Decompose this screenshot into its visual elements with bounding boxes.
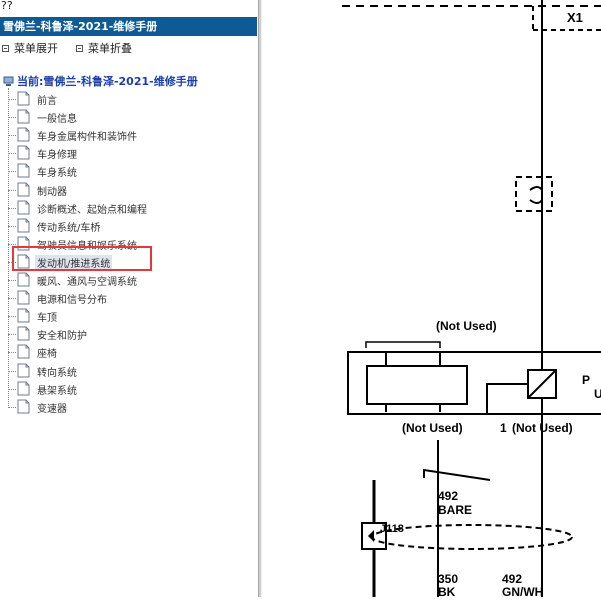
tree-connector-line xyxy=(8,370,16,372)
window-title-marks: ?? xyxy=(1,0,13,12)
tree-item-label: 发动机/推进系统 xyxy=(35,254,113,270)
computer-icon xyxy=(3,76,14,86)
tree-guide-line xyxy=(8,88,9,408)
not-used-right-label: (Not Used) xyxy=(512,421,573,435)
tree-connector-line xyxy=(8,352,16,354)
unused-component xyxy=(366,365,468,405)
splice-box xyxy=(361,522,387,550)
tree-connector-line xyxy=(8,189,16,191)
manual-navigation-pane: ?? 雪佛兰-科鲁泽-2021-维修手册 菜单展开 菜单折叠 当前:雪佛兰-科鲁… xyxy=(0,0,258,597)
document-icon xyxy=(17,127,30,142)
tree-connector-line xyxy=(8,388,16,390)
tree-root-label: 当前:雪佛兰-科鲁泽-2021-维修手册 xyxy=(17,75,198,88)
document-icon xyxy=(17,200,30,215)
not-used-top-label: (Not Used) xyxy=(436,319,497,333)
tree-item-label: 暖风、通风与空调系统 xyxy=(37,277,137,288)
tree-connector-line xyxy=(8,135,16,137)
tree-item-label: 座椅 xyxy=(37,349,57,361)
tree-item-label: 一般信息 xyxy=(37,114,77,126)
document-icon xyxy=(17,326,30,341)
document-icon xyxy=(17,308,30,323)
wire3-gauge: 492 xyxy=(502,572,522,586)
connector-x1-label: X1 xyxy=(567,10,583,25)
document-icon xyxy=(17,254,30,269)
tree-item-label: 转向系统 xyxy=(37,367,77,379)
wiring-diagram: X1 (Not Used) P U (Not Used) 1 (Not Used… xyxy=(342,0,601,599)
tree-item-label: 前言 xyxy=(37,96,57,107)
document-icon xyxy=(17,91,30,106)
tree-item-label: 制动器 xyxy=(37,186,67,198)
module-letter-u: U xyxy=(594,387,601,401)
tree-item-label: 悬架系统 xyxy=(37,385,77,397)
tree-connector-line xyxy=(8,225,16,227)
expand-menu-button[interactable]: 菜单展开 xyxy=(2,40,58,56)
tree-item-label: 诊断概述、起始点和编程 xyxy=(37,204,147,216)
tree-item-label: 车身修理 xyxy=(37,150,77,162)
collapse-icon xyxy=(76,45,83,52)
selection-highlight-annotation xyxy=(12,246,152,271)
document-icon xyxy=(17,145,30,160)
expand-menu-label: 菜单展开 xyxy=(14,42,58,55)
document-icon xyxy=(17,290,30,305)
collapse-menu-label: 菜单折叠 xyxy=(88,42,132,55)
tree-connector-line xyxy=(8,243,16,245)
manual-title-bar: 雪佛兰-科鲁泽-2021-维修手册 xyxy=(0,17,257,36)
document-icon xyxy=(17,344,30,359)
tree-connector-line xyxy=(8,153,16,155)
inline-connector-pin xyxy=(529,186,543,204)
tree-item-label: 车身金属构件和装饰件 xyxy=(37,132,137,144)
not-used-left-label: (Not Used) xyxy=(402,421,463,435)
tree-connector-line xyxy=(8,334,16,336)
tree-item-label: 传动系统/车桥 xyxy=(37,222,101,234)
document-icon xyxy=(17,399,30,414)
tree-item-label: 车身系统 xyxy=(37,168,77,180)
tree-connector-line xyxy=(8,117,16,119)
tree-connector-line xyxy=(8,171,16,173)
tree-item-label: 电源和信号分布 xyxy=(37,295,107,307)
tree-connector-line xyxy=(8,298,16,300)
document-icon xyxy=(17,109,30,124)
tree-connector-line xyxy=(8,99,16,100)
expand-icon xyxy=(2,45,9,52)
tree-connector-line xyxy=(8,207,16,209)
tree-connector-line xyxy=(8,280,16,281)
document-icon xyxy=(17,163,30,178)
pane-splitter[interactable] xyxy=(258,0,262,597)
tree-item-label: 变速器 xyxy=(37,403,67,415)
wire1-color: BARE xyxy=(438,503,472,517)
module-letter-p: P xyxy=(582,373,590,387)
splice-label: J118 xyxy=(380,523,404,535)
wire3-color: GN/WH xyxy=(502,585,543,597)
wire2-gauge: 350 xyxy=(438,572,458,586)
document-icon xyxy=(17,363,30,377)
document-icon xyxy=(17,182,30,196)
collapse-menu-button[interactable]: 菜单折叠 xyxy=(76,40,132,56)
tree-item-label: 安全和防护 xyxy=(37,331,87,343)
tree-item-label: 车顶 xyxy=(37,313,57,325)
pin-number-label: 1 xyxy=(500,421,507,435)
module-box xyxy=(347,351,601,415)
tree-root[interactable]: 当前:雪佛兰-科鲁泽-2021-维修手册 xyxy=(3,73,198,89)
tree-connector-line xyxy=(8,406,16,408)
wire1-gauge: 492 xyxy=(438,489,458,503)
wire2-color: BK xyxy=(438,585,456,597)
shield-ellipse xyxy=(371,524,573,550)
wiring-diagram-pane: X1 (Not Used) P U (Not Used) 1 (Not Used… xyxy=(262,0,601,599)
tree-connector-line xyxy=(8,316,16,318)
document-icon xyxy=(17,218,30,233)
document-icon xyxy=(17,381,30,396)
inline-connector-box xyxy=(515,176,553,212)
document-icon xyxy=(17,272,30,287)
